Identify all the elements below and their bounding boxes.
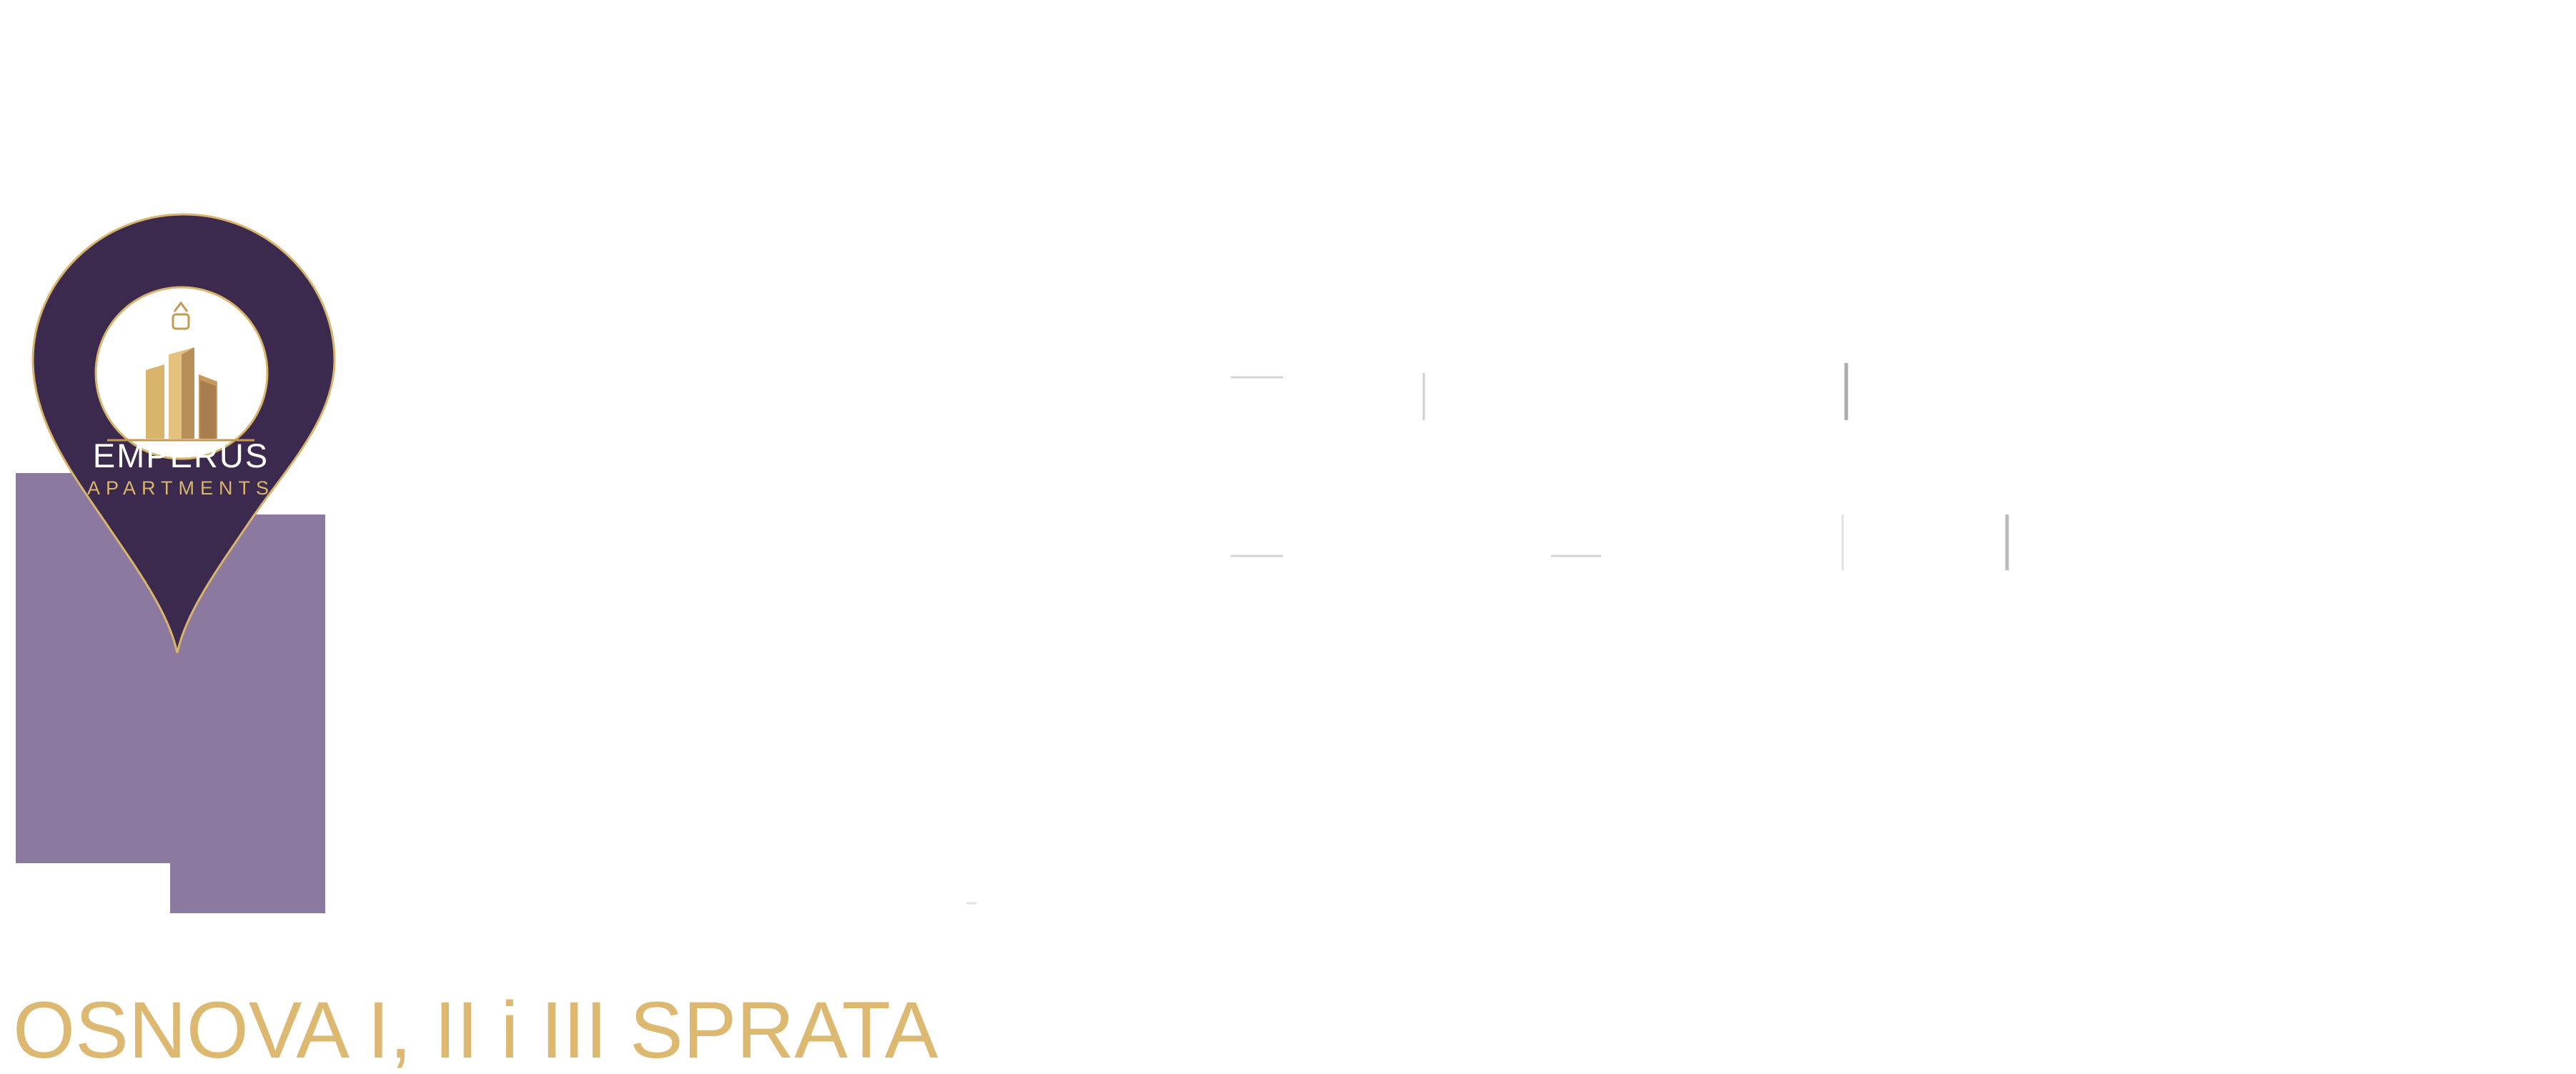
- brand-name: EMPERUS: [92, 437, 269, 474]
- building-icon: [107, 347, 254, 442]
- highlighted-apartment[interactable]: [16, 473, 325, 913]
- page-title: OSNOVA I, II i III SPRATA: [13, 985, 938, 1074]
- crown-icon: [172, 301, 190, 330]
- map-pin-icon: [31, 213, 336, 654]
- brand-subtitle: APARTMENTS: [86, 477, 275, 499]
- plan-lines: [966, 363, 2009, 905]
